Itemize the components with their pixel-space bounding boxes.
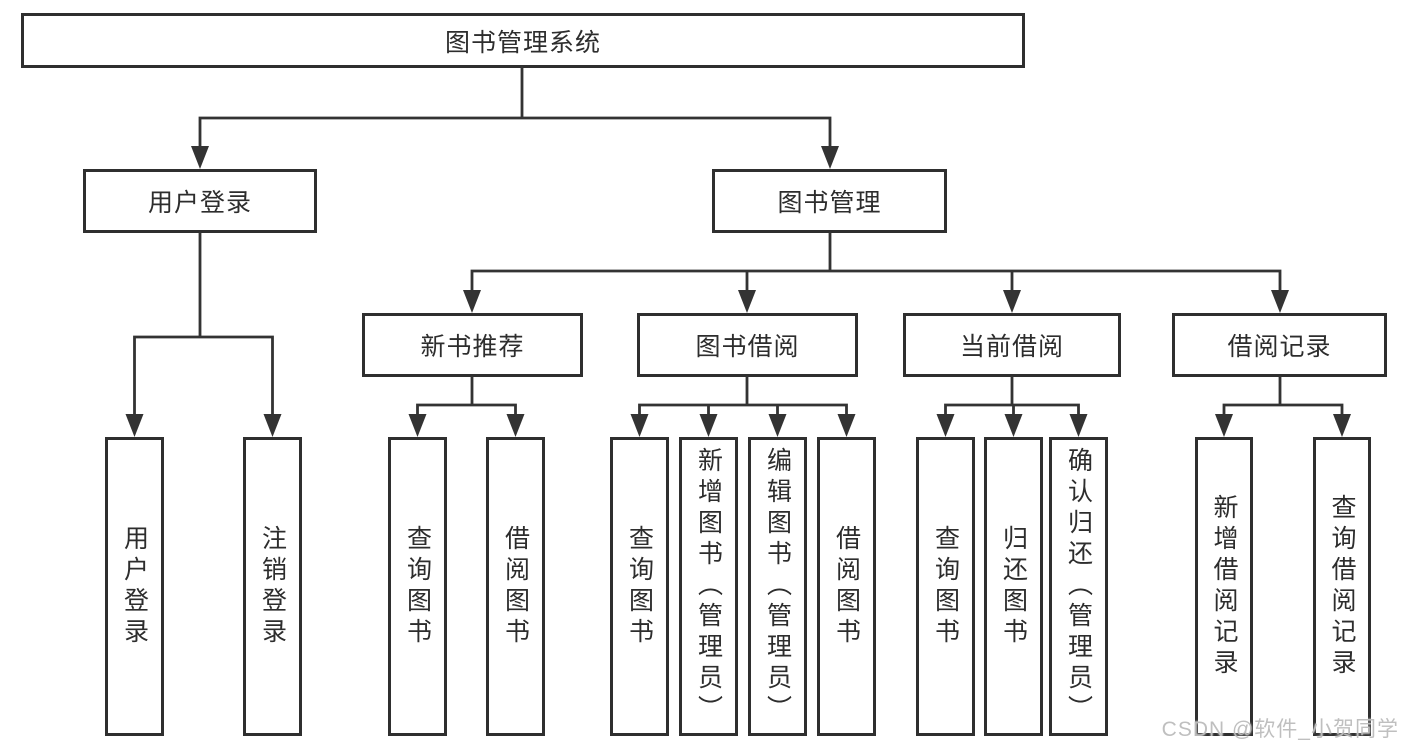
node-bb-edit-books-admin: 编辑图书（管理员） — [748, 437, 807, 736]
node-cb-confirm-return-admin: 确认归还（管理员） — [1049, 437, 1108, 736]
node-current-borrow: 当前借阅 — [903, 313, 1121, 377]
connector-new-books-to-leaves — [408, 375, 525, 437]
node-cb-return-books: 归还图书 — [984, 437, 1043, 736]
connector-current-borrow-to-leaves — [936, 375, 1088, 437]
connector-borrow-records-to-leaves — [1215, 375, 1351, 437]
node-cb-query-books: 查询图书 — [916, 437, 975, 736]
node-nb-borrow-books: 借阅图书 — [486, 437, 545, 736]
node-root: 图书管理系统 — [21, 13, 1025, 68]
node-br-add-record: 新增借阅记录 — [1195, 437, 1253, 736]
node-user-login: 用户登录 — [83, 169, 317, 233]
node-bb-add-books-admin: 新增图书（管理员） — [679, 437, 738, 736]
connector-root-to-level2 — [191, 65, 839, 169]
node-leaf-logout: 注销登录 — [243, 437, 302, 736]
connector-book-mgmt-to-level3 — [463, 231, 1289, 313]
node-bb-query-books: 查询图书 — [610, 437, 669, 736]
node-book-mgmt: 图书管理 — [712, 169, 947, 233]
node-br-query-record: 查询借阅记录 — [1313, 437, 1371, 736]
node-leaf-user-login: 用户登录 — [105, 437, 164, 736]
node-borrow-records: 借阅记录 — [1172, 313, 1387, 377]
node-nb-query-books: 查询图书 — [388, 437, 447, 736]
node-book-borrow: 图书借阅 — [637, 313, 858, 377]
node-bb-borrow-books: 借阅图书 — [817, 437, 876, 736]
connector-book-borrow-to-leaves — [630, 375, 856, 437]
node-new-books: 新书推荐 — [362, 313, 583, 377]
connector-user-login-to-leaves — [125, 231, 282, 437]
